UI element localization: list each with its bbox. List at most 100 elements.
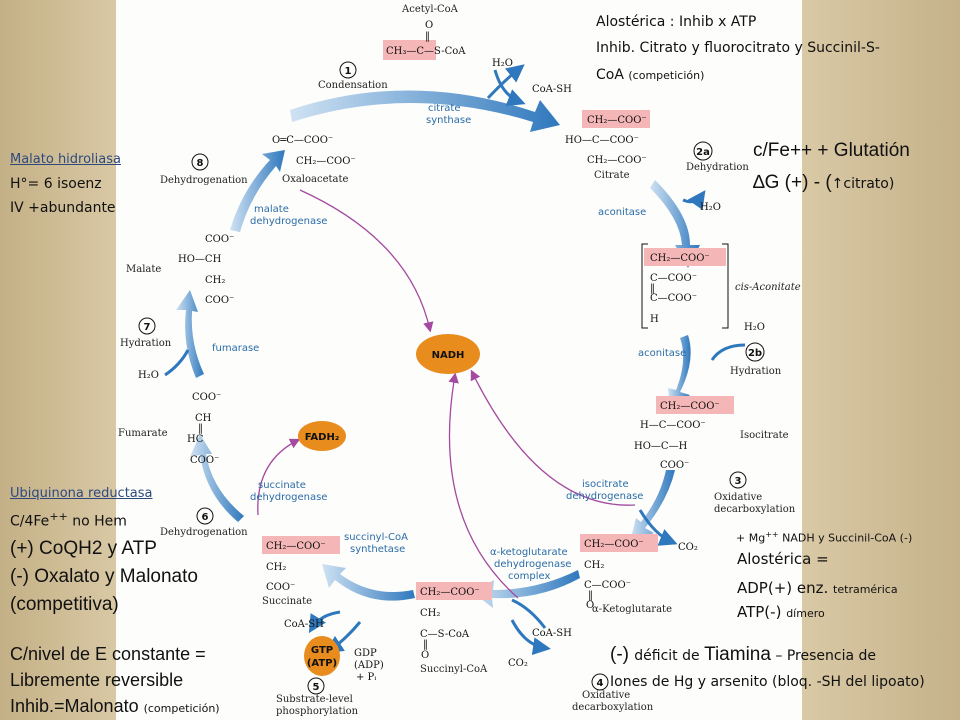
h2o-dehydration: H₂O — [700, 202, 721, 213]
step-2b: 2b — [748, 348, 762, 359]
coash-citrate-synthase: CoA-SH — [532, 84, 572, 95]
dimero-text: dímero — [786, 607, 825, 620]
succinyl-f4: ‖ — [423, 639, 428, 650]
coash-out-arrow — [486, 64, 525, 100]
dehydration-label: Dehydration — [686, 162, 749, 173]
tetramerica-text: tetramérica — [833, 583, 898, 596]
citrate-f3: CH₂—COO⁻ — [587, 155, 647, 166]
fumarate-f4: HC — [187, 434, 204, 445]
hydration-left-label: Hydration — [120, 338, 172, 349]
succinate-f3: COO⁻ — [266, 582, 295, 593]
reversible-note: Libremente reversible — [10, 670, 184, 690]
malate-nadh-arrow — [299, 189, 434, 333]
tiamina-text: Tiamina — [704, 644, 771, 665]
highlight-boxes — [262, 40, 734, 600]
step-2a-circle — [693, 141, 713, 161]
akg-arrow — [472, 570, 580, 608]
energy-level-note: C/nivel de E constante = — [10, 644, 206, 664]
atp-text: ATP(-) — [737, 603, 787, 621]
aconitase-2-label: aconitase — [638, 348, 686, 359]
fumarate-f3: ‖ — [198, 423, 203, 434]
gtp-label: GTP — [311, 645, 333, 656]
isocitrate-highlight — [656, 396, 734, 414]
step-7: 7 — [144, 322, 151, 333]
oxdecarb4-line2: decarboxylation — [572, 702, 654, 713]
succinate-dh-line2: dehydrogenase — [250, 492, 327, 503]
isocit-f2: H—C—COO⁻ — [640, 420, 706, 431]
alosterica-note: Alostérica = — [737, 550, 829, 568]
malate-f2: HO—CH — [178, 254, 222, 265]
fumarate-name: Fumarate — [118, 428, 168, 439]
step-4: 4 — [597, 678, 604, 689]
fumarate-malate-arrow — [176, 290, 204, 378]
akg-nadh-arrow — [448, 372, 519, 599]
citrate-synthase-line2: synthase — [426, 115, 471, 126]
co2-out-3 — [638, 509, 678, 546]
isocitrate-name: Isocitrate — [740, 430, 789, 441]
isocit-f3: HO—C—H — [634, 441, 688, 452]
gtp-ellipse — [304, 636, 340, 676]
succinyl-f5: O — [421, 650, 429, 661]
citrate-f1: CH₂—COO⁻ — [587, 115, 647, 126]
citrate-synthase-line1: citrate — [428, 103, 461, 114]
cisacon-f5: H — [650, 314, 659, 325]
fe-sup: ++ — [49, 510, 68, 523]
malonato-text: Inhib.=Malonato — [10, 696, 144, 716]
nadh-ellipse — [416, 334, 480, 374]
malate-dh-line1: malate — [254, 204, 289, 215]
step-1: 1 — [345, 66, 352, 77]
oxaloacetate-name: Oxaloacetate — [282, 174, 348, 185]
isocit-f1: CH₂—COO⁻ — [660, 401, 720, 412]
malate-f3: CH₂ — [205, 275, 225, 286]
succinyl-f1: CH₂—COO⁻ — [420, 587, 480, 598]
fumarate-f5: COO⁻ — [190, 455, 219, 466]
cisacon-f3: ‖ — [650, 283, 655, 294]
step-6: 6 — [202, 512, 209, 523]
step-circles — [138, 61, 765, 695]
isocitrate-dh-line2: dehydrogenase — [566, 491, 643, 502]
condensation-arrow — [290, 90, 560, 132]
atp-label: (ATP) — [307, 658, 337, 669]
succinyl-formula: CH₂—COO⁻ CH₂ C—S-CoA ‖ O — [420, 587, 480, 661]
gdp-line2: (ADP) — [354, 660, 384, 671]
akg-f4: ‖ — [588, 590, 593, 601]
akg-f1: CH₂—COO⁻ — [584, 539, 644, 550]
succinate-fadh2-arrow — [257, 438, 301, 516]
malonato-inhibition-note: Inhib.=Malonato (competición) — [10, 696, 220, 717]
coa-competition-note: CoA (competición) — [596, 64, 704, 83]
malate-f4: COO⁻ — [205, 295, 234, 306]
malato-hidroliasa-heading: Malato hidroliasa — [10, 152, 121, 167]
succinylcoa-highlight — [416, 582, 492, 600]
akg-highlight — [580, 534, 658, 552]
isocitrate-formula: CH₂—COO⁻ H—C—COO⁻ HO—C—H COO⁻ — [634, 401, 720, 471]
nadh-label: NADH — [432, 350, 465, 361]
step-3-circle — [729, 471, 747, 489]
adp-text: ADP(+) enz. — [737, 579, 834, 597]
hg-arsenito-note: Iones de Hg y arsenito (bloq. -SH del li… — [610, 674, 925, 690]
akg-dh-line2: dehydrogenase — [494, 559, 571, 570]
nadh-succinyl-text: NADH y Succinil-CoA (-) — [778, 531, 913, 545]
co2-step4: CO₂ — [508, 658, 528, 669]
coqh2-activators: (+) CoQH2 y ATP — [10, 538, 157, 559]
succinate-f2: CH₂ — [266, 562, 286, 573]
fadh2-label: FADH₂ — [305, 432, 339, 443]
cisaconitate-highlight — [644, 248, 726, 266]
cis-aconitate-formula: CH₂—COO⁻ C—COO⁻ ‖ C—COO⁻ H — [641, 243, 729, 329]
fadh2-ellipse — [298, 421, 346, 451]
isocit-f4: COO⁻ — [660, 460, 689, 471]
cycle-arrows — [176, 90, 700, 608]
ubiquinona-heading: Ubiquinona reductasa — [10, 486, 153, 501]
ubiquinona-fe-note: C/4Fe++ no Hem — [10, 510, 127, 530]
electron-arrows — [257, 189, 636, 599]
mg-nadh-note: + Mg++ NADH y Succinil-CoA (-) — [736, 530, 912, 545]
acetyl-chain: CH₃—C—S-CoA — [386, 46, 466, 57]
co2-out-4 — [510, 619, 551, 656]
succinyl-arrow — [322, 564, 415, 601]
h2o-in-arrow — [493, 69, 526, 107]
aconitase-cofactor-note: c/Fe++ + Glutatión — [753, 140, 910, 161]
deficit-text: déficit de — [634, 648, 705, 664]
acetyl-highlight — [383, 40, 436, 60]
dehydration-arrow — [650, 180, 700, 268]
akg-dh-line1: α-ketoglutarate — [490, 547, 568, 558]
isocitrate-dh-line1: isocitrate — [582, 479, 629, 490]
